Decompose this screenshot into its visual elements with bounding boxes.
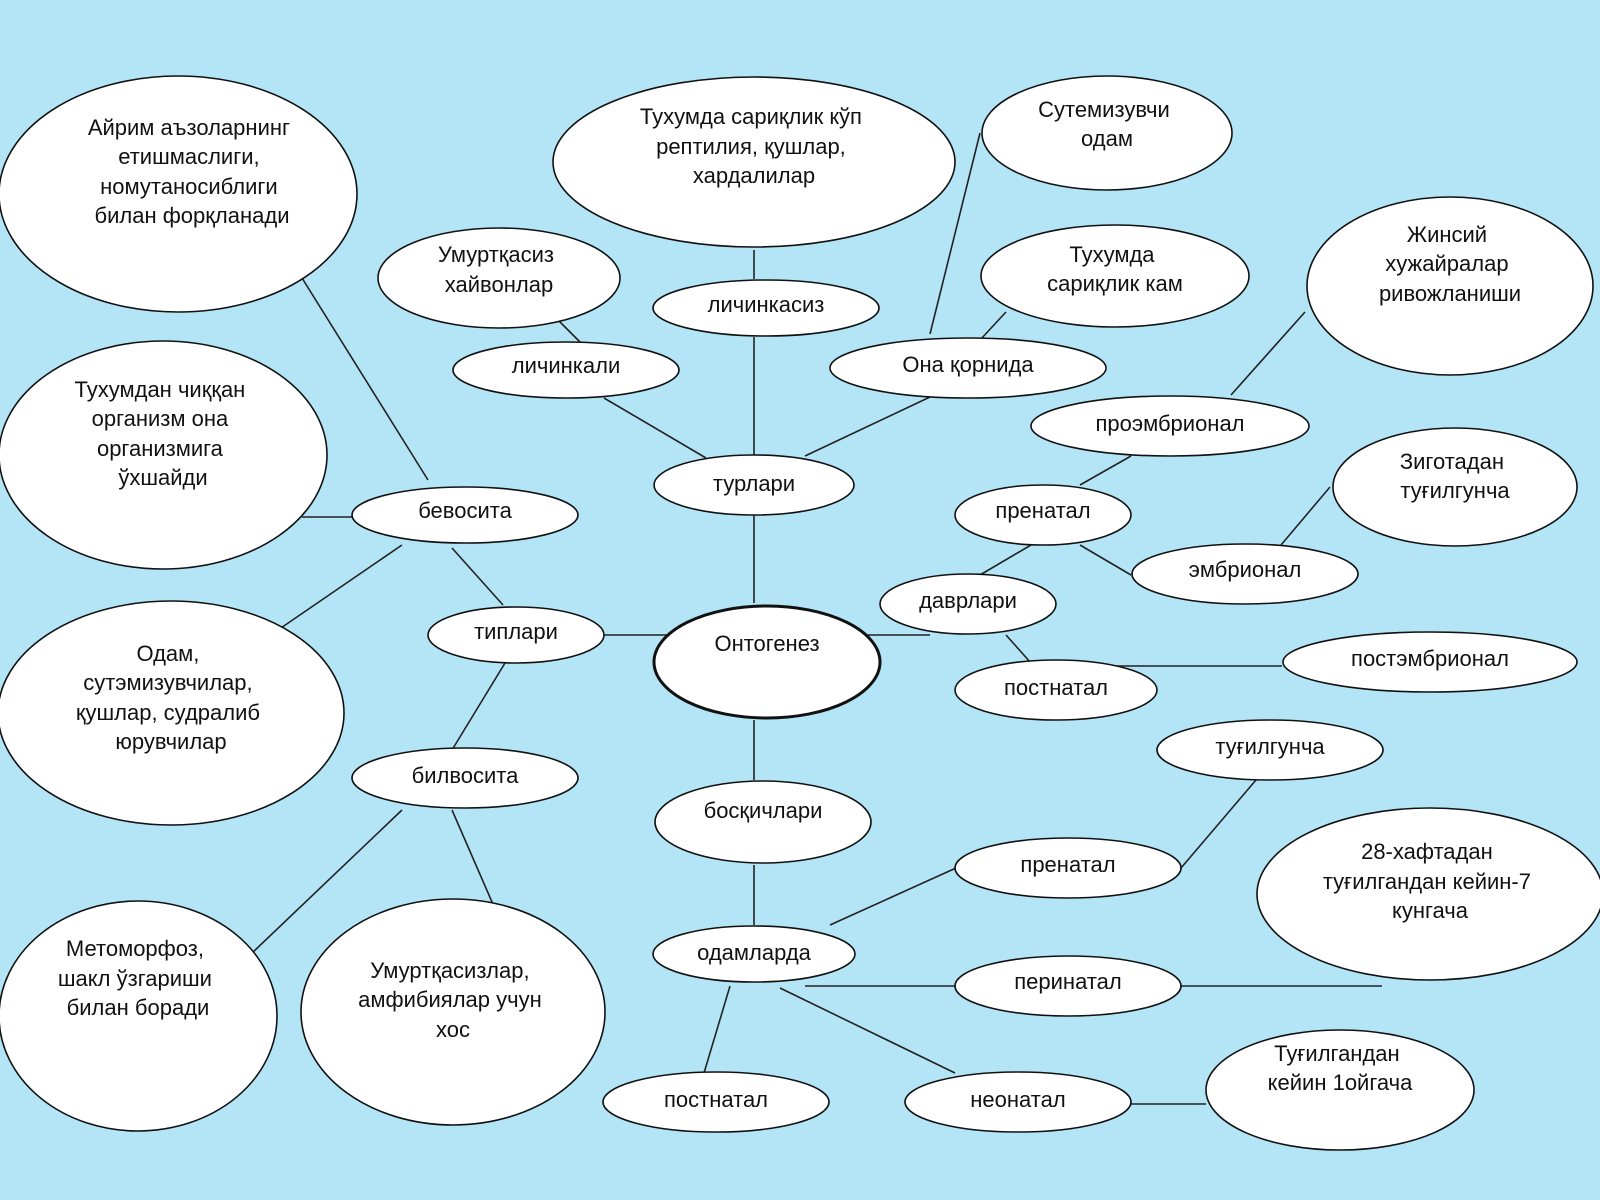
node-perinatal: перинатал xyxy=(954,955,1182,1017)
node-tiplari: типлари xyxy=(427,606,605,664)
node-airim-label: Айрим аъзоларнинг етишмаслиги, номутанос… xyxy=(88,115,296,228)
node-bilvosita: билвосита xyxy=(351,747,579,809)
node-tuxumda-sariqlik-kam-label: Тухумда сариқлик кам xyxy=(1047,242,1183,296)
edge-ona-qornida-sutemizuvchi xyxy=(929,132,981,335)
edge-bevosita-odam xyxy=(277,544,403,631)
edge-embrional-zigotadan xyxy=(1280,486,1331,546)
node-tuxumda-sariqlik-kop-label: Тухумда сариқлик кўп рептилия, қушлар, х… xyxy=(640,104,868,188)
node-tuxumda-sariqlik-kam: Тухумда сариқлик кам xyxy=(980,224,1250,328)
node-odamlarda-label: одамларда xyxy=(697,940,812,965)
node-boschichlari: босқичлари xyxy=(654,780,872,864)
node-prenatal-stage: пренатал xyxy=(954,837,1182,899)
node-jinsiy-label: Жинсий хужайралар ривожланиши xyxy=(1379,222,1521,306)
node-lichinkali: личинкали xyxy=(452,341,680,399)
edge-bevosita-airim xyxy=(301,277,429,481)
node-bevosita-label: бевосита xyxy=(418,498,512,523)
node-davrlari-label: даврлари xyxy=(919,588,1017,613)
edge-proembrional-jinsiy xyxy=(1230,311,1306,396)
node-postnatal-period: постнатал xyxy=(954,659,1158,721)
node-boschichlari-label: босқичлари xyxy=(704,798,823,823)
node-sutemizuvchi: Сутемизувчи одам xyxy=(981,75,1233,191)
node-tugilguncha-label: туғилгунча xyxy=(1215,734,1325,759)
node-perinatal-label: перинатал xyxy=(1014,969,1121,994)
edge-turlari-ona-qornida xyxy=(804,396,931,457)
node-embrional: эмбрионал xyxy=(1131,543,1359,605)
edge-davrlari-prenatal xyxy=(979,544,1032,576)
edge-odamlarda-prenatal xyxy=(829,867,957,926)
node-proembrional-label: проэмбрионал xyxy=(1095,411,1244,436)
node-umurtqasizlar-amfibiyalar-label: Умуртқасизлар, амфибиялар учун хос xyxy=(358,958,548,1042)
node-umurtqasiz-hayvonlar: Умуртқасиз хайвонлар xyxy=(377,227,621,329)
node-ona-qornida: Она қорнида xyxy=(829,337,1107,399)
node-jinsiy: Жинсий хужайралар ривожланиши xyxy=(1306,196,1594,376)
node-bevosita: бевосита xyxy=(351,486,579,544)
node-tugilguncha: туғилгунча xyxy=(1156,719,1384,781)
node-bilvosita-label: билвосита xyxy=(412,763,520,788)
node-embrional-label: эмбрионал xyxy=(1189,557,1302,582)
node-davrlari: даврлари xyxy=(879,573,1057,635)
node-lichinkasiz: личинкасиз xyxy=(652,279,880,337)
node-metomorfoz: Метоморфоз, шакл ўзгариши билан боради xyxy=(0,900,278,1132)
edge-tiplari-bilvosita xyxy=(451,662,506,751)
node-umurtqasiz-hayvonlar-label: Умуртқасиз хайвонлар xyxy=(438,242,560,297)
node-prenatal-period: пренатал xyxy=(954,484,1132,546)
node-hafta28: 28-хафтадан туғилгандан кейин-7 кунгача xyxy=(1256,807,1600,981)
node-postnatal-stage-label: постнатал xyxy=(664,1087,768,1112)
node-ona-qornida-label: Она қорнида xyxy=(902,352,1034,377)
edge-prenatal-embrional xyxy=(1079,544,1132,576)
edge-odamlarda-postnatal xyxy=(703,985,731,1074)
node-postnatal-period-label: постнатал xyxy=(1004,675,1108,700)
edge-ona-qornida-tuxumda-kam xyxy=(979,311,1007,341)
node-tuxumda-sariqlik-kop: Тухумда сариқлик кўп рептилия, қушлар, х… xyxy=(552,76,956,248)
node-sutemizuvchi-label: Сутемизувчи одам xyxy=(1038,97,1176,151)
node-tiplari-label: типлари xyxy=(474,619,558,644)
node-odamlarda: одамларда xyxy=(652,925,856,983)
node-tugilgandan: Туғилгандан кейин 1ойгача xyxy=(1205,1029,1475,1151)
node-tuxumdan-chiqqan: Тухумдан чиққан организм она организмига… xyxy=(0,340,328,570)
node-prenatal-stage-label: пренатал xyxy=(1020,852,1115,877)
node-turlari-label: турлари xyxy=(713,471,795,496)
node-proembrional: проэмбрионал xyxy=(1030,395,1310,457)
node-hafta28-label: 28-хафтадан туғилгандан кейин-7 кунгача xyxy=(1323,839,1537,923)
node-postembrional: постэмбрионал xyxy=(1282,631,1578,693)
node-turlari: турлари xyxy=(653,454,855,516)
node-odam-sutemizuvchilar-label: Одам, сутэмизувчилар, қушлар, судралиб ю… xyxy=(76,641,266,754)
node-tuxumdan-chiqqan-label: Тухумдан чиққан организм она организмига… xyxy=(75,377,252,490)
node-ontogenez: Онтогенез xyxy=(652,604,882,720)
node-prenatal-period-label: пренатал xyxy=(995,498,1090,523)
node-postnatal-stage: постнатал xyxy=(602,1071,830,1133)
connector-lines xyxy=(251,132,1382,1105)
edge-prenatal-tugilguncha xyxy=(1180,779,1257,869)
node-lichinkali-label: личинкали xyxy=(512,353,621,378)
edge-davrlari-postnatal xyxy=(1005,634,1032,664)
node-odam-sutemizuvchilar: Одам, сутэмизувчилар, қушлар, судралиб ю… xyxy=(0,600,345,826)
node-lichinkasiz-label: личинкасиз xyxy=(708,292,825,317)
node-tugilgandan-label: Туғилгандан кейин 1ойгача xyxy=(1268,1041,1413,1095)
node-zigotadan: Зиготадан туғилгунча xyxy=(1332,427,1578,547)
edge-turlari-lichinkali xyxy=(603,397,707,459)
edge-odamlarda-neonatal xyxy=(779,987,956,1074)
node-zigotadan-label: Зиготадан туғилгунча xyxy=(1400,449,1511,503)
node-metomorfoz-label: Метоморфоз, шакл ўзгариши билан боради xyxy=(58,936,218,1020)
edge-bilvosita-metomorfoz xyxy=(251,809,403,954)
edge-prenatal-proembrional xyxy=(1079,455,1132,486)
node-ontogenez-label: Онтогенез xyxy=(714,631,819,656)
node-neonatal: неонатал xyxy=(904,1071,1132,1133)
node-umurtqasizlar-amfibiyalar: Умуртқасизлар, амфибиялар учун хос xyxy=(300,898,606,1126)
node-postembrional-label: постэмбрионал xyxy=(1351,646,1509,671)
node-neonatal-label: неонатал xyxy=(970,1087,1065,1112)
edge-tiplari-bevosita xyxy=(451,547,504,606)
node-airim: Айрим аъзоларнинг етишмаслиги, номутанос… xyxy=(0,75,358,313)
